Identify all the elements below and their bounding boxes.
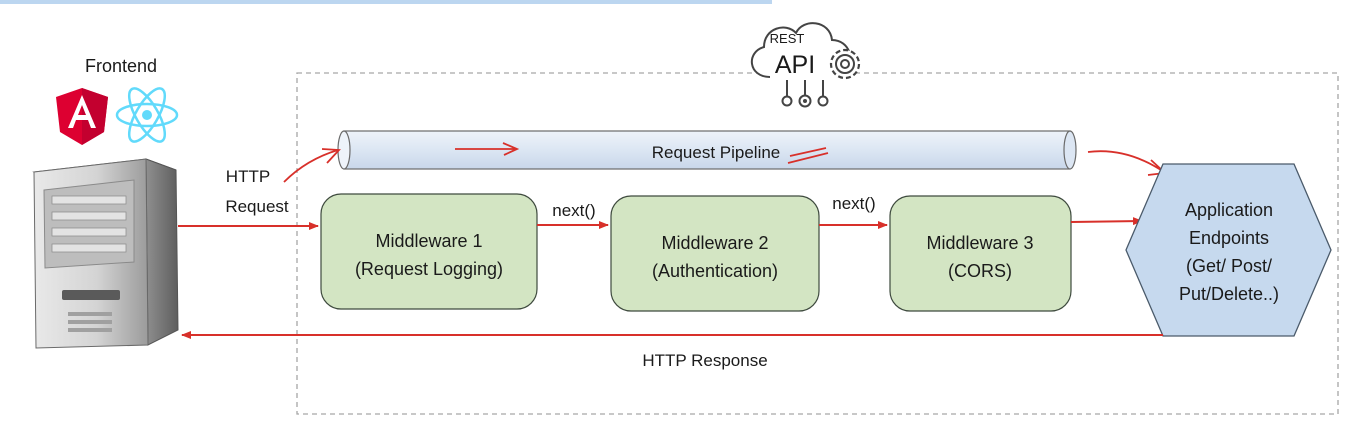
server-tower-icon <box>32 158 179 349</box>
rest-label: REST <box>770 31 805 46</box>
gear-icon <box>829 48 861 80</box>
endpoints-line-1: Application <box>1185 200 1273 220</box>
frontend-label: Frontend <box>85 56 157 76</box>
request-pipeline-cylinder <box>337 130 1077 170</box>
angular-logo-icon <box>56 88 108 145</box>
api-label: API <box>775 51 815 79</box>
middleware-1-box <box>320 193 538 310</box>
react-logo-icon <box>115 87 179 143</box>
http-response-label: HTTP Response <box>642 351 767 370</box>
rest-api-cloud-icon <box>750 22 861 108</box>
middleware-1-subtitle: (Request Logging) <box>355 259 503 279</box>
middleware-3-box <box>889 195 1072 312</box>
application-endpoints-hexagon <box>1125 163 1332 337</box>
next-label-2: next() <box>832 194 875 213</box>
middleware-3-subtitle: (CORS) <box>948 261 1012 281</box>
middleware-2-title: Middleware 2 <box>661 233 768 253</box>
endpoints-line-3: (Get/ Post/ <box>1186 256 1272 276</box>
http-request-label-line2: Request <box>225 197 289 216</box>
top-strip <box>0 0 772 4</box>
api-boundary-dashed-box <box>296 72 1339 415</box>
middleware-2-subtitle: (Authentication) <box>652 261 778 281</box>
pipeline-scribble <box>787 147 829 164</box>
middleware-3-title: Middleware 3 <box>926 233 1033 253</box>
next-label-1: next() <box>552 201 595 220</box>
request-to-pipeline-arrow <box>283 148 341 183</box>
endpoints-line-4: Put/Delete..) <box>1179 284 1279 304</box>
http-request-label-line1: HTTP <box>226 167 270 186</box>
endpoints-line-2: Endpoints <box>1189 228 1269 248</box>
pipeline-to-endpoints-arrow <box>1087 150 1168 176</box>
pipeline-inner-arrow <box>455 142 520 156</box>
request-pipeline-label: Request Pipeline <box>652 143 781 162</box>
middleware-3-to-endpoints-arrow <box>1070 217 1143 226</box>
middleware-2-box <box>610 195 820 312</box>
middleware-1-title: Middleware 1 <box>375 231 482 251</box>
